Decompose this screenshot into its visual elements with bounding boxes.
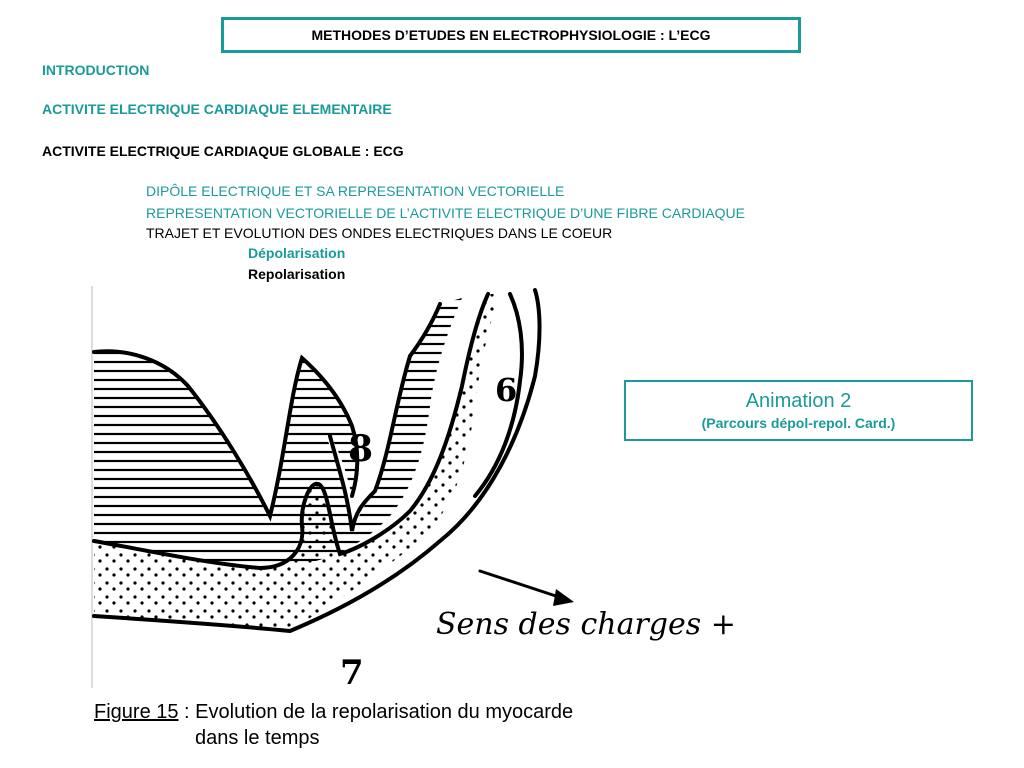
caption-text-line2: dans le temps (195, 727, 320, 749)
outline-introduction: INTRODUCTION (42, 62, 150, 78)
hatched-zone-8 (94, 298, 462, 568)
label-6: 6 (495, 371, 517, 409)
animation-2-link[interactable]: Animation 2 (Parcours dépol-repol. Card.… (624, 380, 973, 441)
slide-title: METHODES D’ETUDES EN ELECTROPHYSIOLOGIE … (311, 27, 711, 43)
caption-text-line1: : Evolution de la repolarisation du myoc… (178, 701, 574, 723)
figure-reference: Figure 15 (94, 701, 179, 723)
mid-contour (92, 292, 490, 571)
outline-sub-dipole: DIPÔLE ELECTRIQUE ET SA REPRESENTATION V… (146, 183, 565, 199)
outline-sub-trajet: TRAJET ET EVOLUTION DES ONDES ELECTRIQUE… (146, 225, 613, 241)
label-7: 7 (340, 653, 364, 691)
figure-caption: Figure 15 : Evolution de la repolarisati… (94, 699, 573, 751)
outline-sub-vectorielle: REPRESENTATION VECTORIELLE DE L’ACTIVITE… (146, 205, 746, 221)
outline-elementaire: ACTIVITE ELECTRIQUE CARDIAQUE ELEMENTAIR… (42, 101, 392, 117)
sens-des-charges-label: Sens des charges + (436, 607, 736, 642)
animation-subtitle: (Parcours dépol-repol. Card.) (701, 415, 896, 431)
animation-title: Animation 2 (745, 390, 852, 412)
zone-6-border (473, 292, 524, 498)
slide-title-box: METHODES D’ETUDES EN ELECTROPHYSIOLOGIE … (221, 17, 801, 53)
myocarde-sketch: 8 6 7 Sens des charges + (91, 286, 736, 691)
outline-globale: ACTIVITE ELECTRIQUE CARDIAQUE GLOBALE : … (42, 143, 404, 159)
outer-contour (92, 288, 542, 634)
inner-contour-right (328, 302, 442, 532)
outline-repolarisation: Repolarisation (248, 266, 346, 282)
dotted-zone-7 (94, 294, 500, 631)
figure-myocarde-drawing: 8 6 7 Sens des charges + (90, 286, 780, 691)
label-8: 8 (348, 428, 373, 470)
charges-arrow-head (553, 589, 574, 606)
outline-depolarisation: Dépolarisation (248, 245, 346, 261)
charges-arrow-shaft (478, 569, 570, 602)
inner-contour-left (92, 349, 360, 522)
